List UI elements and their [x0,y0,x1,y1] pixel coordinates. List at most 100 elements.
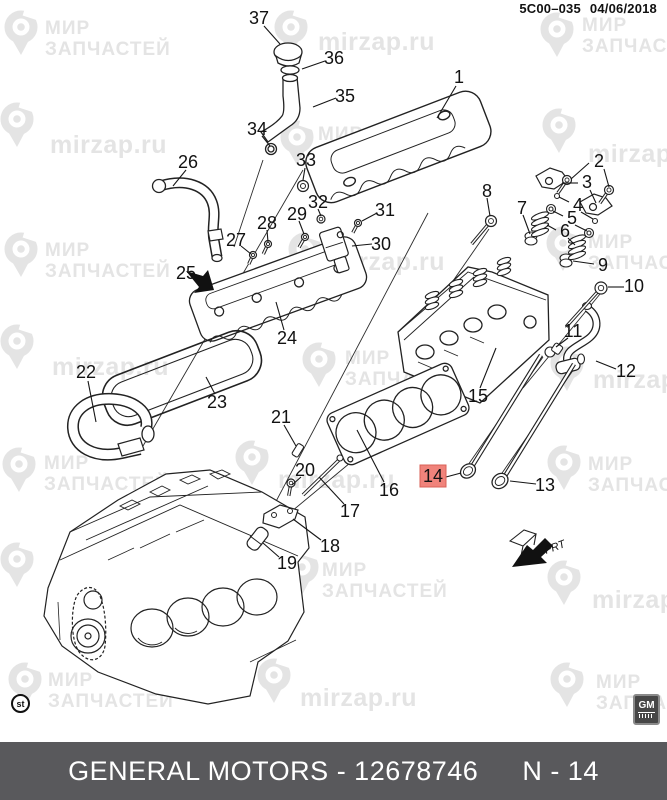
doc-date: 04/06/2018 [589,1,657,16]
watermark-pin-icon [233,435,272,491]
leader-line [574,224,588,232]
leader-line [291,476,302,486]
leader-line [522,214,531,235]
leader-line [87,380,97,423]
callout-19: 19 [277,553,297,573]
leader-line [361,212,378,222]
callout-36: 36 [324,48,344,68]
callout-28: 28 [257,213,277,233]
watermark-pin-icon [2,227,41,283]
doc-header: 5C00–035 04/06/2018 [519,1,657,16]
watermark-pin-icon [0,537,37,593]
footer-title: GENERAL MOTORS - 12678746 [68,755,479,786]
oil-fill-assembly [260,42,303,156]
footer-section: N - 14 [522,755,599,786]
callout-18: 18 [320,536,340,556]
leader-line [262,542,280,558]
callout-30: 30 [371,234,391,254]
leader-line [555,337,569,348]
callout-12: 12 [616,361,636,381]
frt-arrow-icon: FRT [508,529,568,567]
leader-line [603,168,610,188]
engine-block [43,469,310,705]
leader-line [317,208,322,217]
callout-25: 25 [176,263,196,283]
callout-5: 5 [567,208,577,228]
callout-4: 4 [573,195,583,215]
callout-15: 15 [468,386,488,406]
leader-line [436,85,457,119]
leader-line [570,162,590,180]
callout-35: 35 [335,86,355,106]
leader-line [356,429,385,483]
callout-21: 21 [271,407,291,427]
callout-22: 22 [76,362,96,382]
gm-logo-subtext [639,714,654,718]
valves [459,353,576,490]
callout-31: 31 [375,200,395,220]
callout-29: 29 [287,204,307,224]
watermark-pin-icon [0,97,37,153]
callout-layer: 1234567891011121315161718192021222324252… [76,8,644,573]
callout-2: 2 [594,151,604,171]
leader-line [275,301,285,331]
leader-line [580,211,594,220]
leader-line [301,60,326,70]
watermark-pin-icon [545,555,584,611]
leader-line [318,476,345,505]
leader-line [283,424,297,447]
st-stamp: st [11,694,30,713]
leader-line [589,189,597,204]
callout-17: 17 [340,501,360,521]
watermark-text: mirzap.ru [593,366,667,394]
leader-line [240,245,252,255]
watermark-text: mirzap.ru [300,684,418,712]
leader-line [351,243,373,247]
exploded-engine-diagram: FRT 123456789101112131516171819202122232… [43,8,644,705]
timing-chain [70,586,107,661]
watermark-pin-icon [300,337,339,393]
coil-30 [318,226,350,274]
callout-23: 23 [207,392,227,412]
watermark-pin-icon [545,440,584,496]
valvetrain-lower [246,179,344,551]
footer-bar: GENERAL MOTORS - 12678746 N - 14 [0,742,667,800]
leader-line [205,376,216,395]
heater-hose-12 [555,301,601,375]
leader-line [552,210,564,217]
callout-7: 7 [517,198,527,218]
callout-10: 10 [624,276,644,296]
vent-hose-26 [151,177,224,263]
callout-16: 16 [379,480,399,500]
leader-line [263,25,281,45]
callout-32: 32 [308,192,328,212]
watermark-text: mirzap.ru [50,131,168,159]
sensor-11 [544,342,564,358]
doc-code: 5C00–035 [519,1,581,16]
callout-3: 3 [582,172,592,192]
leader-line [572,260,595,265]
leader-line [261,135,271,147]
valve-cover-right [305,90,492,204]
leader-line [312,97,337,108]
leader-line [172,169,187,187]
bypass-hose-22 [67,392,155,461]
callout-9: 9 [598,255,608,275]
watermark-text: mirzap.ru [52,353,170,381]
leader-line [479,347,497,389]
leader-line [266,229,269,243]
watermark-pin-icon [0,319,37,375]
watermark-pin-icon [255,653,294,709]
callout-14-highlighted: 14 [423,466,443,486]
callout-11: 11 [564,321,583,341]
small-hardware [247,174,615,497]
watermark-pin-icon [538,7,577,63]
gm-logo: GM [633,694,660,725]
